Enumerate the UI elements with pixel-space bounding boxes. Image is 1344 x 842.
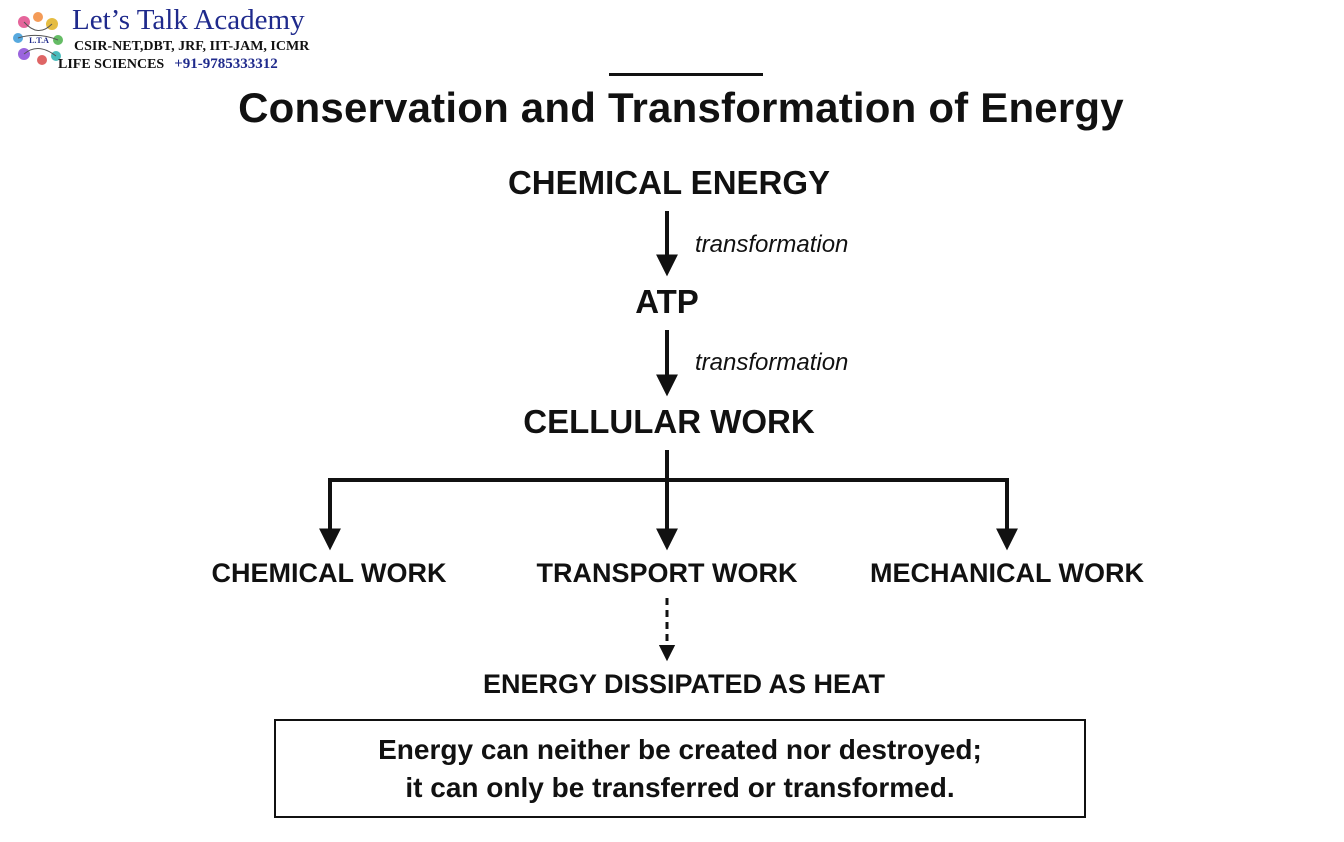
node-cellular-work: CELLULAR WORK (523, 403, 815, 440)
energy-conservation-law-box: Energy can neither be created nor destro… (274, 719, 1086, 818)
diagram-title: Conservation and Transformation of Energ… (238, 84, 1124, 131)
academy-logo: L.T.A Let’s Talk Academy CSIR-NET,DBT, J… (8, 4, 368, 74)
edge-label-transformation-1: transformation (695, 231, 849, 258)
law-line-1: Energy can neither be created nor destro… (378, 733, 982, 765)
node-energy-dissipated-as-heat: ENERGY DISSIPATED AS HEAT (482, 669, 886, 699)
edge-label-transformation-2: transformation (695, 349, 849, 376)
node-chemical-energy: CHEMICAL ENERGY (507, 164, 831, 201)
node-atp: ATP (635, 283, 699, 320)
academy-subject: LIFE SCIENCES (58, 57, 165, 72)
node-chemical-work: CHEMICAL WORK (211, 558, 447, 588)
top-rule (609, 73, 763, 76)
emblem-text: L.T.A (29, 36, 49, 45)
academy-phone: +91-9785333312 (174, 56, 278, 72)
academy-subject-line: LIFE SCIENCES +91-9785333312 (58, 56, 278, 73)
academy-emblem-icon: L.T.A (13, 12, 63, 65)
law-line-2: it can only be transferred or transforme… (405, 771, 955, 803)
academy-name: Let’s Talk Academy (72, 4, 305, 36)
node-transport-work: TRANSPORT WORK (536, 558, 798, 588)
node-mechanical-work: MECHANICAL WORK (870, 558, 1144, 588)
academy-courses: CSIR-NET,DBT, JRF, IIT-JAM, ICMR (74, 39, 310, 54)
